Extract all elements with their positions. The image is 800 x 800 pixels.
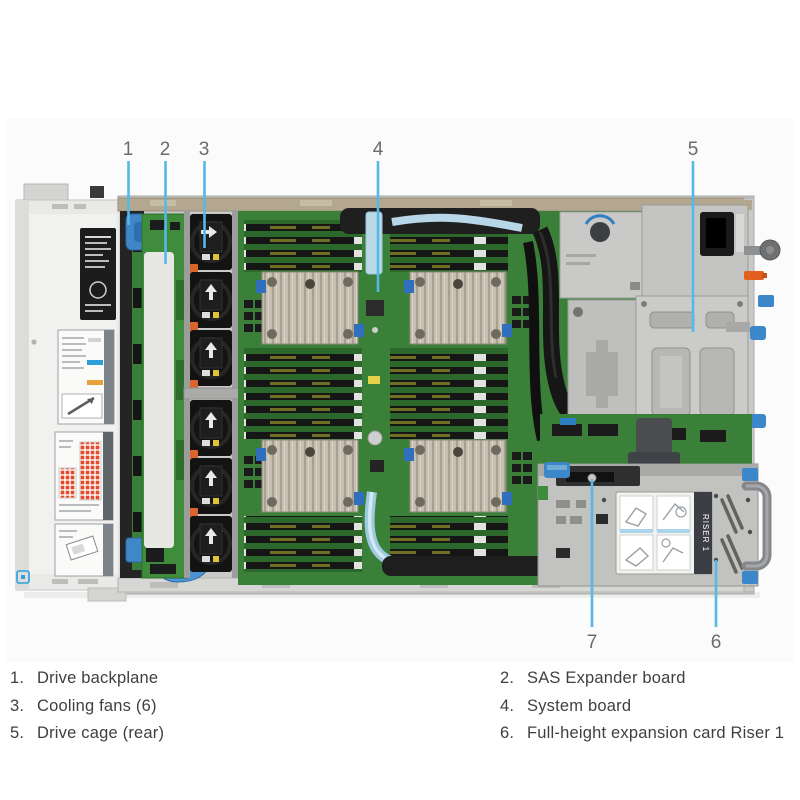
fan-1 [190,214,232,274]
legend-column-left: 1. Drive backplane 3. Cooling fans (6) 5… [10,665,430,748]
legend-item-label: Cooling fans (6) [37,696,157,715]
legend-item-number: 3. [10,696,25,715]
callout-2: 2 [160,139,171,160]
blue-release-pin [750,414,766,428]
legend: 1. Drive backplane 3. Cooling fans (6) 5… [0,665,800,755]
legend-item-label: Full-height expansion card Riser 1 [527,724,785,743]
system-board [238,208,644,585]
cooling-fans [183,210,241,578]
chassis-shadow [24,592,760,598]
cpu-heatsink-2 [404,271,512,345]
callout-7: 7 [587,632,598,653]
thumbscrew-shaft [744,246,768,255]
callout-1: 1 [123,139,134,160]
fan-6 [190,516,232,572]
power-supply-area [559,200,781,307]
legend-item-number: 4. [500,696,515,715]
ribbon-cable-vertical [365,211,383,275]
dimm-bank [244,516,362,572]
fan-5 [190,458,232,518]
fan-cage-brace [183,387,241,400]
led-service-label [57,329,115,425]
cpu-heatsink-1 [256,271,364,345]
ribbon-cable [391,213,523,232]
legend-item-label: Drive cage (rear) [37,724,165,743]
legend-column-right: 2. SAS Expander board 4. System board 6.… [500,665,800,748]
callout-numbers: 1 2 3 4 5 7 6 [123,139,722,653]
riser-instruction-label: RISER 1 [615,491,713,575]
cpu-heatsink-4 [404,439,512,513]
blue-release-pin [750,326,766,340]
riser-name-strip [694,492,712,574]
legend-item-4: 4. System board [500,693,800,721]
cpu-heatsink-3 [256,439,364,513]
vrm-chokes [244,296,532,488]
callout-leader-lines [127,161,718,627]
blue-marker-arc [584,214,616,225]
fan-3 [190,330,232,390]
riser-1-cage: RISER 1 [537,462,772,587]
legend-item-number: 2. [500,669,515,688]
service-tag-label [54,523,114,577]
legend-item-label: SAS Expander board [527,669,686,688]
callout-6: 6 [711,632,722,653]
callout-3: 3 [199,139,210,160]
legend-item-label: Drive backplane [37,669,159,688]
chassis-top-cover [15,183,127,602]
cable-sleeve-bottom [382,556,562,576]
configuration-label [54,431,114,521]
callout-4: 4 [373,139,384,160]
legend-item-3: 3. Cooling fans (6) [10,693,430,721]
riser-label-text: RISER 1 [701,514,710,552]
io-board-strip [540,414,752,470]
regulatory-label [80,228,116,320]
legend-item-1: 1. Drive backplane [10,665,430,693]
legend-item-number: 5. [10,724,25,743]
sas-expander-board [141,213,189,579]
callout-5: 5 [688,139,699,160]
fan-2 [190,272,232,332]
dimm-bank [244,348,362,439]
lid-blue-icon [16,570,30,584]
dimm-bank [390,348,508,439]
drive-cage-rear [567,295,766,428]
blue-screw [758,295,774,307]
blue-touch-point [742,468,758,481]
legend-item-6: 6. Full-height expansion card Riser 1 [500,720,800,748]
orange-plug [744,271,764,280]
fan-4 [190,400,232,460]
legend-item-label: System board [527,696,632,715]
legend-item-number: 6. [500,724,515,743]
legend-item-5: 5. Drive cage (rear) [10,720,430,748]
legend-item-number: 1. [10,669,25,688]
legend-item-2: 2. SAS Expander board [500,665,800,693]
riser-vents [720,494,744,574]
blue-touch-point [742,571,758,584]
